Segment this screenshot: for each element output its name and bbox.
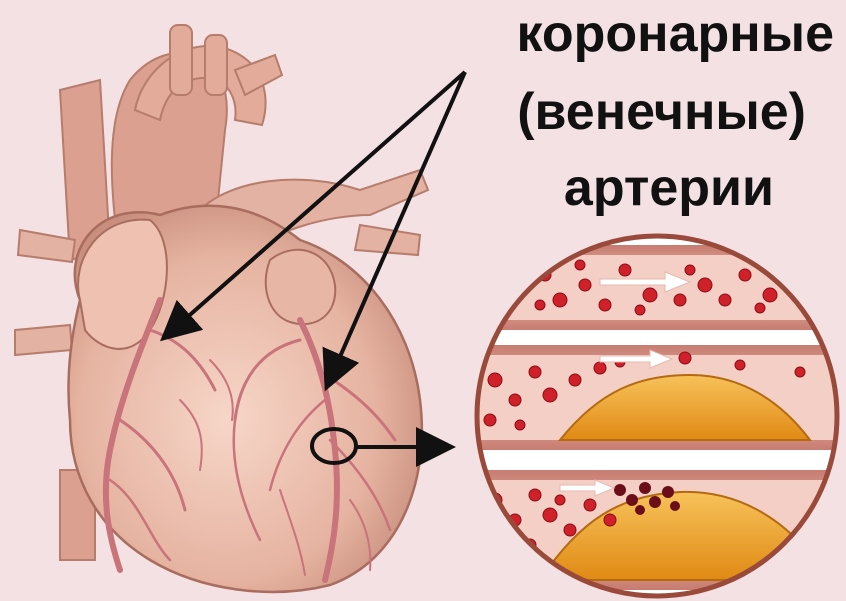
heart-illustration [15,25,428,592]
narrowed-artery [470,345,846,450]
pulmonary-vein-left-2 [15,325,72,355]
title-line-3: артерии [564,162,774,214]
title-line-2: (венечные) [517,86,806,138]
branch-vessel-1 [170,25,192,95]
blocked-artery [470,470,846,590]
healthy-artery [470,245,846,330]
left-atrium [266,250,336,324]
pulmonary-vein-left [18,230,75,262]
title-line-1: коронарные [517,8,834,60]
branch-vessel-2 [205,35,227,95]
artery-zoom-panel [470,230,846,601]
